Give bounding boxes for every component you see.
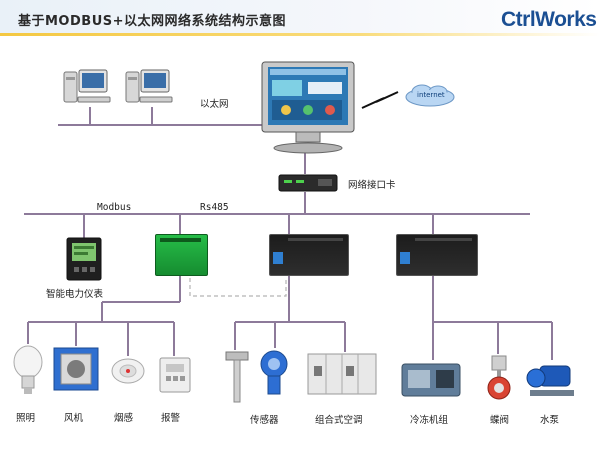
power-meter-icon (66, 237, 102, 281)
computer-2-icon (125, 69, 173, 103)
lightbulb-icon (13, 345, 43, 394)
plc-2-port (400, 252, 410, 264)
internet-label: internet (417, 91, 445, 99)
probe-sensor-icon (225, 351, 249, 403)
plc-1-terminals (288, 238, 343, 241)
pressure-transmitter-icon (260, 350, 288, 395)
pump-label: 水泵 (540, 415, 560, 426)
modbus-label: Modbus (97, 202, 132, 213)
air-handling-unit-icon (307, 353, 377, 395)
io-module-terminals (160, 238, 201, 242)
header-underline (0, 33, 600, 36)
computer-1-icon (63, 69, 111, 103)
water-pump-icon (526, 365, 574, 396)
fan-icon (53, 347, 99, 391)
ahu-label: 组合式空调 (315, 415, 363, 426)
alarm-label: 报警 (161, 413, 181, 424)
plc-1-port (273, 252, 283, 264)
power-meter-label: 智能电力仪表 (46, 289, 104, 300)
valve-label: 蝶阀 (490, 415, 510, 426)
internet-cloud-icon (405, 84, 455, 107)
monitor-icon (261, 61, 355, 154)
lighting-label: 照明 (16, 413, 36, 424)
plc-2-terminals (415, 238, 472, 241)
dashed-link (189, 278, 287, 297)
internet-link (361, 91, 399, 109)
company-logo: CtrlWorks (501, 8, 597, 31)
rs485-label: Rs485 (200, 202, 229, 213)
fan-label: 风机 (64, 413, 84, 424)
gateway-label: 网络接口卡 (348, 180, 396, 191)
smoke-detector-icon (111, 358, 145, 384)
gateway-icon (278, 174, 338, 192)
alarm-panel-icon (159, 357, 191, 393)
butterfly-valve-icon (487, 355, 511, 400)
chiller-label: 冷冻机组 (410, 415, 449, 426)
smoke-label: 烟感 (114, 413, 134, 424)
ethernet-label: 以太网 (200, 99, 229, 110)
diagram-title: 基于MODBUS+以太网网络系统结构示意图 (18, 14, 286, 29)
chiller-icon (401, 363, 461, 397)
sensor-label: 传感器 (250, 415, 279, 426)
header-bar (0, 0, 600, 36)
